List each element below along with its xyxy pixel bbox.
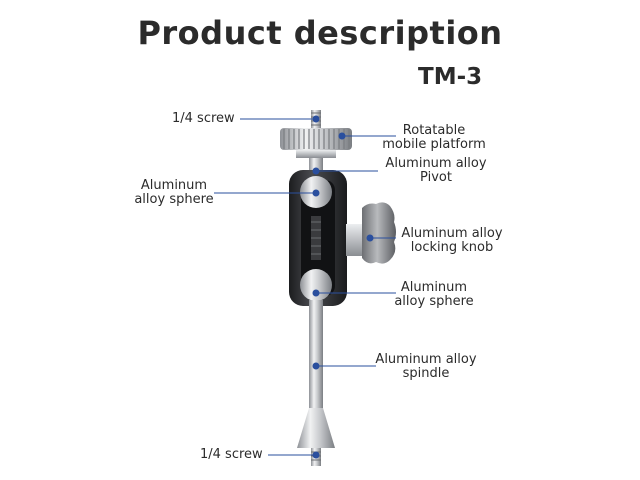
page-title: Product description [137, 14, 503, 52]
label-bottom-screw: 1/4 screw [200, 447, 263, 462]
label-pivot: Aluminum alloy Pivot [385, 156, 487, 185]
label-rotatable-platform: Rotatable mobile platform [382, 123, 486, 152]
label-upper-sphere: Aluminum alloy sphere [134, 178, 214, 207]
pivot-neck [309, 158, 323, 172]
label-locking-knob: Aluminum alloy locking knob [401, 226, 503, 255]
label-top-screw: 1/4 screw [172, 111, 235, 126]
marker-dot [312, 115, 320, 123]
rotatable-platform [280, 128, 352, 158]
spindle [297, 300, 335, 466]
label-spindle: Aluminum alloy spindle [375, 352, 477, 381]
marker-dot [312, 362, 320, 370]
marker-dot [312, 289, 320, 297]
model-number: TM-3 [418, 64, 483, 90]
marker-dot [366, 234, 374, 242]
marker-dot [312, 451, 320, 459]
locking-knob [346, 202, 396, 264]
marker-dot [312, 189, 320, 197]
label-lower-sphere: Aluminum alloy sphere [394, 280, 474, 309]
marker-dot [312, 167, 320, 175]
leader-lines [214, 115, 396, 459]
marker-dot [338, 132, 346, 140]
clamp-body [289, 170, 347, 306]
